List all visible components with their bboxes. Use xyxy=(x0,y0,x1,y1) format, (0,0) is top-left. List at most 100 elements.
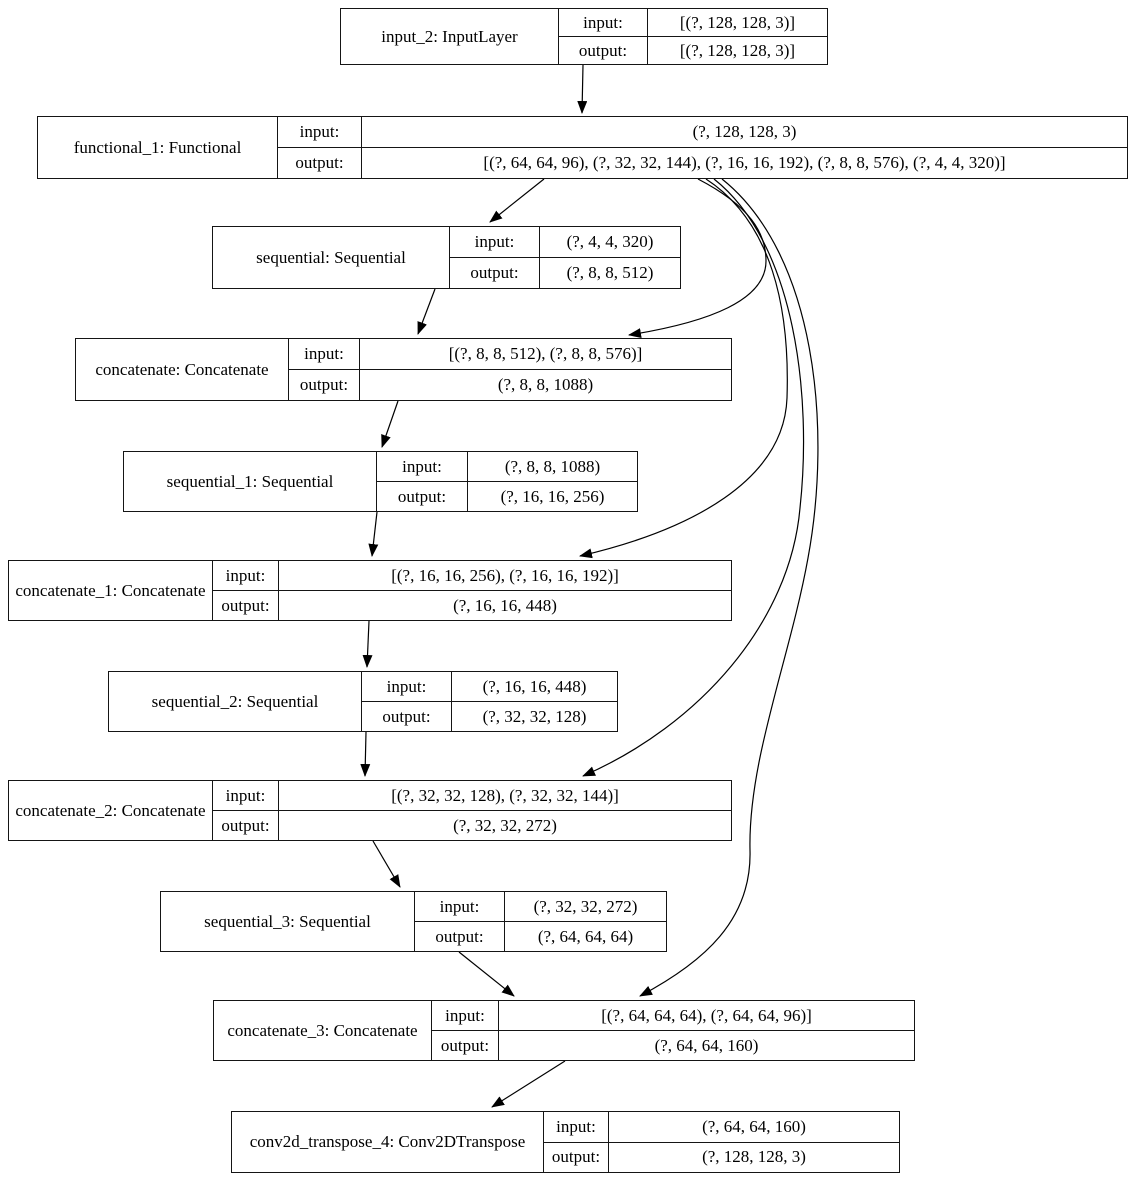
node-title: concatenate_1: Concatenate xyxy=(9,561,213,620)
input-label: input: xyxy=(362,672,452,701)
edge-skip-functional_1-concatenate_1 xyxy=(579,178,788,559)
output-row: output: (?, 32, 32, 128) xyxy=(362,702,617,731)
node-title: sequential_1: Sequential xyxy=(124,452,377,511)
node-concatenate_2: concatenate_2: Concatenate input: [(?, 3… xyxy=(8,780,732,841)
input-shape: [(?, 64, 64, 64), (?, 64, 64, 96)] xyxy=(601,1005,812,1025)
output-row: output: (?, 64, 64, 64) xyxy=(415,922,666,951)
node-conv2d_transpose_4: conv2d_transpose_4: Conv2DTranspose inpu… xyxy=(231,1111,900,1173)
edge-functional_1-sequential xyxy=(489,178,545,223)
node-title: sequential: Sequential xyxy=(213,227,450,288)
output-shape: (?, 8, 8, 512) xyxy=(566,263,654,282)
output-label: output: xyxy=(415,922,505,951)
input-shape: [(?, 32, 32, 128), (?, 32, 32, 144)] xyxy=(391,785,619,805)
node-sequential_3: sequential_3: Sequential input: (?, 32, … xyxy=(160,891,667,952)
output-label: output: xyxy=(278,148,362,178)
node-sequential: sequential: Sequential input: (?, 4, 4, … xyxy=(212,226,681,289)
output-label: output: xyxy=(213,811,279,840)
input-label: input: xyxy=(544,1112,609,1142)
output-shape: (?, 128, 128, 3) xyxy=(702,1147,806,1167)
input-shape: (?, 128, 128, 3) xyxy=(692,122,797,141)
output-row: output: (?, 64, 64, 160) xyxy=(432,1031,914,1060)
input-shape: (?, 64, 64, 160) xyxy=(702,1116,806,1136)
io-table: input: (?, 64, 64, 160) output: (?, 128,… xyxy=(544,1112,899,1172)
edge-concatenate-sequential_1 xyxy=(381,400,399,448)
io-table: input: [(?, 16, 16, 256), (?, 16, 16, 19… xyxy=(213,561,731,620)
input-row: input: (?, 16, 16, 448) xyxy=(362,672,617,702)
io-table: input: [(?, 32, 32, 128), (?, 32, 32, 14… xyxy=(213,781,731,840)
edge-sequential_3-concatenate_3 xyxy=(458,951,515,997)
edge-skip-functional_1-concatenate_2 xyxy=(582,178,805,777)
input-label: input: xyxy=(278,117,362,147)
output-label: output: xyxy=(432,1031,499,1060)
input-row: input: [(?, 128, 128, 3)] xyxy=(559,9,827,37)
edge-skip-functional_1-concatenate_3 xyxy=(639,178,819,997)
edge-sequential_2-concatenate_2 xyxy=(360,731,371,777)
io-table: input: (?, 4, 4, 320) output: (?, 8, 8, … xyxy=(450,227,680,288)
output-label: output: xyxy=(544,1142,609,1172)
output-row: output: [(?, 64, 64, 96), (?, 32, 32, 14… xyxy=(278,148,1127,178)
io-table: input: (?, 16, 16, 448) output: (?, 32, … xyxy=(362,672,617,731)
node-title: concatenate_2: Concatenate xyxy=(9,781,213,840)
output-shape: (?, 64, 64, 160) xyxy=(654,1035,759,1055)
node-functional_1: functional_1: Functional input: (?, 128,… xyxy=(37,116,1128,179)
output-shape: (?, 16, 16, 448) xyxy=(453,595,557,615)
output-shape: (?, 16, 16, 256) xyxy=(500,486,605,506)
edge-sequential-concatenate xyxy=(417,288,436,335)
edge-input_2-functional_1 xyxy=(577,64,588,114)
input-shape: (?, 32, 32, 272) xyxy=(533,896,638,916)
io-table: input: [(?, 128, 128, 3)] output: [(?, 1… xyxy=(559,9,827,64)
output-label: output: xyxy=(362,702,452,731)
edge-concatenate_3-conv2d_transpose_4 xyxy=(491,1060,566,1108)
output-shape: (?, 32, 32, 128) xyxy=(482,706,587,726)
node-concatenate_3: concatenate_3: Concatenate input: [(?, 6… xyxy=(213,1000,915,1061)
input-shape: [(?, 8, 8, 512), (?, 8, 8, 576)] xyxy=(448,344,643,363)
output-shape: [(?, 128, 128, 3)] xyxy=(679,40,796,60)
node-input_2: input_2: InputLayer input: [(?, 128, 128… xyxy=(340,8,828,65)
input-row: input: (?, 8, 8, 1088) xyxy=(377,452,637,482)
output-shape: (?, 64, 64, 64) xyxy=(537,926,634,946)
input-row: input: (?, 32, 32, 272) xyxy=(415,892,666,922)
input-row: input: (?, 128, 128, 3) xyxy=(278,117,1127,148)
input-row: input: [(?, 8, 8, 512), (?, 8, 8, 576)] xyxy=(289,339,731,370)
input-row: input: [(?, 64, 64, 64), (?, 64, 64, 96)… xyxy=(432,1001,914,1031)
input-label: input: xyxy=(450,227,540,257)
node-concatenate_1: concatenate_1: Concatenate input: [(?, 1… xyxy=(8,560,732,621)
edge-concatenate_1-sequential_2 xyxy=(362,620,373,668)
node-concatenate: concatenate: Concatenate input: [(?, 8, … xyxy=(75,338,732,401)
input-row: input: [(?, 32, 32, 128), (?, 32, 32, 14… xyxy=(213,781,731,811)
node-title: conv2d_transpose_4: Conv2DTranspose xyxy=(232,1112,544,1172)
node-title: sequential_2: Sequential xyxy=(109,672,362,731)
output-row: output: (?, 128, 128, 3) xyxy=(544,1142,899,1172)
output-row: output: (?, 16, 16, 448) xyxy=(213,591,731,620)
input-label: input: xyxy=(213,561,279,590)
input-label: input: xyxy=(289,339,360,369)
node-title: functional_1: Functional xyxy=(38,117,278,178)
output-row: output: (?, 16, 16, 256) xyxy=(377,482,637,511)
output-row: output: (?, 32, 32, 272) xyxy=(213,811,731,840)
io-table: input: [(?, 8, 8, 512), (?, 8, 8, 576)] … xyxy=(289,339,731,400)
io-table: input: (?, 128, 128, 3) output: [(?, 64,… xyxy=(278,117,1127,178)
input-shape: [(?, 128, 128, 3)] xyxy=(679,12,796,32)
output-row: output: (?, 8, 8, 1088) xyxy=(289,370,731,400)
node-title: sequential_3: Sequential xyxy=(161,892,415,951)
input-label: input: xyxy=(213,781,279,810)
input-shape: (?, 4, 4, 320) xyxy=(566,232,654,251)
input-shape: [(?, 16, 16, 256), (?, 16, 16, 192)] xyxy=(391,565,619,585)
node-sequential_2: sequential_2: Sequential input: (?, 16, … xyxy=(108,671,618,732)
node-title: concatenate: Concatenate xyxy=(76,339,289,400)
edge-sequential_1-concatenate_1 xyxy=(368,511,379,557)
output-label: output: xyxy=(213,591,279,620)
input-row: input: (?, 4, 4, 320) xyxy=(450,227,680,258)
io-table: input: [(?, 64, 64, 64), (?, 64, 64, 96)… xyxy=(432,1001,914,1060)
input-row: input: [(?, 16, 16, 256), (?, 16, 16, 19… xyxy=(213,561,731,591)
node-sequential_1: sequential_1: Sequential input: (?, 8, 8… xyxy=(123,451,638,512)
output-label: output: xyxy=(289,370,360,400)
output-label: output: xyxy=(450,258,540,288)
node-title: concatenate_3: Concatenate xyxy=(214,1001,432,1060)
edge-skip-functional_1-concatenate xyxy=(628,178,767,339)
input-label: input: xyxy=(415,892,505,921)
input-shape: (?, 16, 16, 448) xyxy=(482,676,587,696)
io-table: input: (?, 32, 32, 272) output: (?, 64, … xyxy=(415,892,666,951)
